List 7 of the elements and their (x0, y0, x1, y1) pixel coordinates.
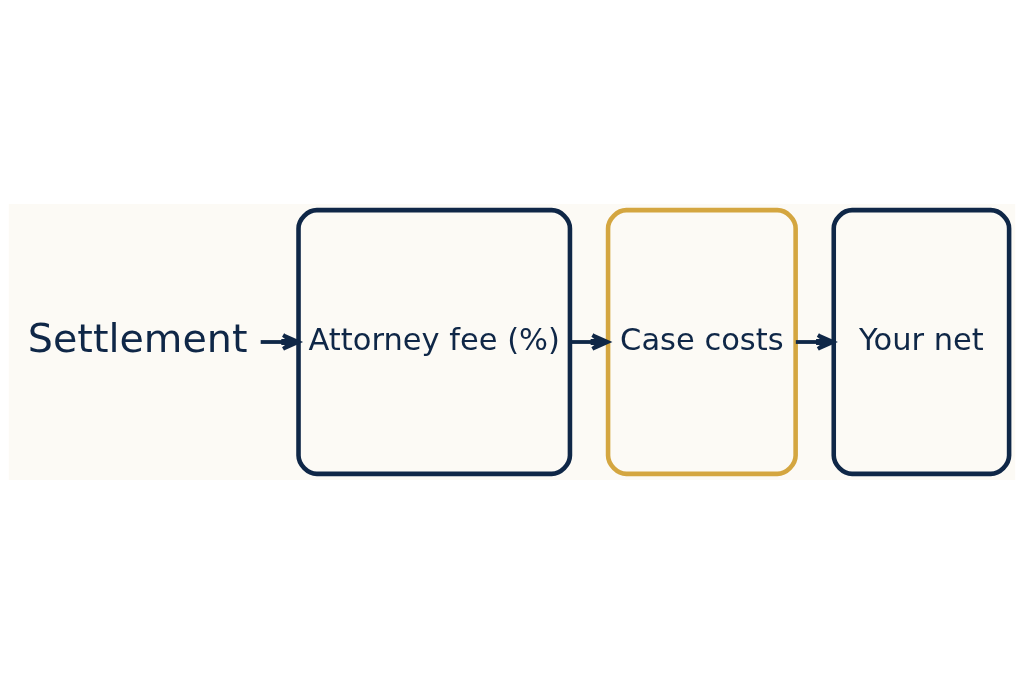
node-box: Case costs (605, 207, 798, 476)
arrow (260, 332, 301, 351)
node-text: Settlement (27, 314, 248, 361)
arrow (795, 332, 836, 351)
arrow (570, 332, 610, 351)
node-box: Your net (831, 207, 1012, 476)
node-box: Attorney fee (%) (296, 207, 573, 476)
